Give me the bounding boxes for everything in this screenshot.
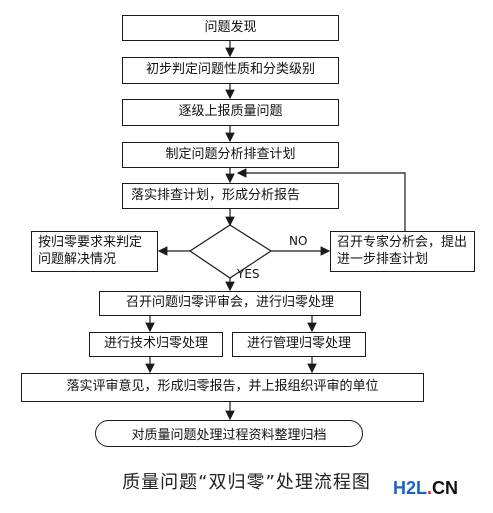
node-implement-plan: 落实排查计划，形成分析报告 xyxy=(122,183,339,209)
node-make-plan: 制定问题分析排查计划 xyxy=(122,142,339,168)
node-label: 制定问题分析排查计划 xyxy=(165,146,296,162)
node-review-meeting: 召开问题归零评审会，进行归零处理 xyxy=(99,291,361,316)
diagram-caption: 质量问题“双归零”处理流程图 xyxy=(122,472,371,493)
watermark-cn: CN xyxy=(432,478,459,498)
node-label: 进行管理归零处理 xyxy=(246,336,351,352)
node-label: 进行技术归零处理 xyxy=(103,336,208,352)
node-label: 落实排查计划，形成分析报告 xyxy=(131,187,301,203)
watermark-h2l: H2L xyxy=(393,478,428,498)
watermark-logo: H2L.CN xyxy=(393,478,458,499)
node-management-zeroing: 进行管理归零处理 xyxy=(232,332,366,357)
node-label: 落实评审意见，形成归零报告，并上报组织评审的单位 xyxy=(66,379,379,395)
node-label: 对质量问题处理过程资料整理归档 xyxy=(131,428,327,443)
node-preliminary-judgment: 初步判定问题性质和分类级别 xyxy=(122,57,339,84)
node-label: 召开专家分析会，提出进一步排查计划 xyxy=(337,234,468,267)
node-escalate-report: 逐级上报质量问题 xyxy=(122,99,339,126)
watermark-dot: . xyxy=(427,478,433,498)
node-judge-resolution: 按归零要求来判定问题解决情况 xyxy=(31,231,158,272)
node-label: 逐级上报质量问题 xyxy=(178,104,283,120)
loop-back-line xyxy=(236,168,406,234)
node-label: 问题发现 xyxy=(204,19,257,35)
decision-diamond xyxy=(188,224,273,279)
decision-yes-label: YES xyxy=(237,267,260,281)
node-technical-zeroing: 进行技术归零处理 xyxy=(89,332,223,357)
node-label: 初步判定问题性质和分类级别 xyxy=(145,62,315,78)
node-archive: 对质量问题处理过程资料整理归档 xyxy=(95,420,363,447)
node-final-report: 落实评审意见，形成归零报告，并上报组织评审的单位 xyxy=(21,373,424,402)
node-label: 按归零要求来判定问题解决情况 xyxy=(38,234,143,267)
node-label: 召开问题归零评审会，进行归零处理 xyxy=(125,295,334,311)
decision-no-label: NO xyxy=(289,234,308,248)
node-problem-discovery: 问题发现 xyxy=(122,15,339,41)
node-expert-meeting: 召开专家分析会，提出进一步排查计划 xyxy=(330,231,475,272)
